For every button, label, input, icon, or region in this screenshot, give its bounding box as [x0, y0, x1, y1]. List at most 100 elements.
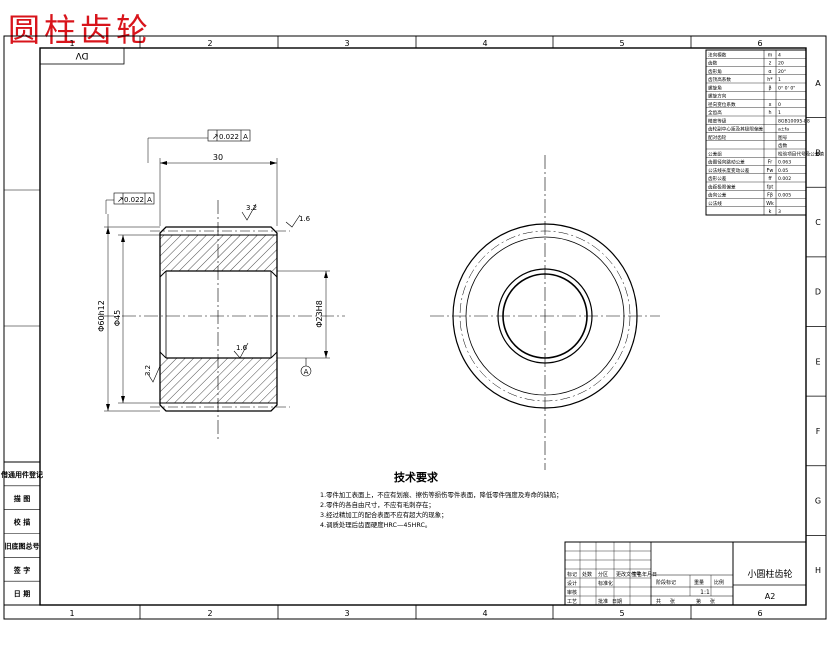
title-block: 标记处数分区更改文件号签名年月日设计标准化审核工艺批准日期阶段标记重量比例共张第… [564, 541, 807, 606]
rough-left: 3.2 [144, 365, 152, 376]
zone-number-bottom: 6 [757, 609, 762, 618]
gear-table-label: 精度等级 [708, 117, 727, 124]
dim-outer-dia: Φ60h12 [97, 300, 106, 332]
gear-table-value: 0.005 [778, 193, 791, 199]
gear-table-value: 0.05 [778, 168, 788, 174]
tech-req-heading: 技术要求 [394, 470, 439, 484]
fcf-radial-datum: A [147, 196, 152, 204]
svg-text:↗: ↗ [117, 195, 124, 204]
title-block-label: 审核 [567, 589, 577, 596]
rough-bore: 1.6 [236, 344, 248, 352]
title-block-label: 日期 [612, 599, 622, 605]
gear-table-label: 全齿高 [708, 109, 722, 116]
svg-text:↗: ↗ [212, 132, 219, 141]
title-block-label: 年月日 [642, 571, 657, 578]
gear-table-value: 0 [778, 102, 781, 108]
gear-table-label: 法向模数 [708, 51, 727, 58]
zone-number-top: 3 [344, 39, 349, 48]
gear-table-value: 3 [778, 209, 781, 215]
tech-req-item: 1.零件加工表面上，不应有划痕、擦伤等损伤零件表面，降低零件强度及寿命的缺陷； [320, 490, 563, 499]
gear-table-label: 公法线 [708, 200, 722, 207]
title-block-label: 阶段标记 [656, 579, 676, 586]
title-block-label: 比例 [714, 579, 724, 586]
zone-letter-right: D [815, 288, 821, 297]
title-block-label: 张 [710, 598, 715, 605]
tech-req-item: 2.零件的各自由尺寸，不应有毛刺存在； [320, 500, 435, 509]
section-view: 30 ↗ 0.022 A ↗ 0.022 A Φ60h12 Φ45 [97, 129, 345, 440]
gear-table-symbol: Fr [768, 160, 772, 166]
gear-table-symbol: m [768, 53, 773, 58]
left-strip-cell: 旧底图总号 [5, 541, 40, 550]
gear-table-value: 0° 0' 0" [778, 85, 795, 91]
gear-table-symbol: α [768, 70, 771, 75]
title-block-label: 设计 [567, 580, 577, 587]
left-strip-cell: 校 描 [14, 518, 30, 527]
zone-number-bottom: 5 [619, 609, 624, 618]
gear-table-value: a±fa [778, 127, 789, 133]
title-block-label: 重量 [694, 579, 704, 586]
title-block-label: 处数 [582, 571, 592, 578]
gear-table-label: 齿顶高系数 [708, 76, 731, 83]
tech-req-item: 3.经过精加工的配合表面不应有超大的现象； [320, 510, 448, 519]
gear-table-label: 齿形公差 [708, 175, 727, 182]
left-strip-cell: 借通用件登记 [0, 470, 43, 479]
zone-number-top: 4 [482, 39, 487, 48]
dim-width: 30 [213, 153, 223, 162]
gear-table-symbol: β [768, 85, 771, 91]
zone-letter-right: H [815, 566, 821, 575]
gear-table-symbol: Fw [767, 168, 774, 174]
zone-number-top: 1 [69, 39, 74, 48]
zone-number-bottom: 4 [482, 609, 487, 618]
front-view [430, 155, 660, 470]
zone-numbers-top: 1 2 3 4 5 6 [69, 36, 763, 48]
gear-table-label: 螺旋角 [708, 84, 722, 91]
gear-table-value: 检验项目代号及公差值 [778, 150, 824, 157]
title-block-label: 分区 [598, 571, 608, 578]
gear-table-label: 齿形角 [708, 68, 722, 75]
zone-number-bottom: 3 [344, 609, 349, 618]
title-block-label: 标准化 [598, 580, 613, 587]
zone-number-bottom: 2 [207, 609, 212, 618]
gear-table-label: 齿轮副中心距及其极限偏差 [708, 126, 764, 133]
gear-table-value: 20 [778, 61, 784, 67]
gear-table-symbol: x [769, 103, 772, 108]
gear-table-label: 齿数 [708, 60, 718, 67]
gear-table-label: 配对齿轮 [708, 134, 727, 141]
fcf-radial-value: 0.022 [124, 196, 144, 204]
title-block-label: 共 [656, 598, 661, 605]
gear-table-value: 8GB10095-88 [778, 118, 810, 124]
gear-table-symbol: Wk [766, 201, 774, 207]
gear-table-label: 齿距极限偏差 [708, 183, 736, 190]
left-strip-cell: 签 字 [13, 565, 30, 574]
zone-number-top: 5 [619, 39, 624, 48]
gear-table-symbol: fpt [767, 184, 774, 190]
gear-table-value: 0.063 [778, 160, 791, 166]
dim-bore-dia: Φ23H8 [315, 300, 324, 328]
gear-table-label: 公差组 [708, 150, 722, 157]
zone-letter-right: C [815, 218, 821, 227]
gear-table-value: 1 [778, 110, 781, 116]
rough-right: 1.6 [299, 215, 311, 223]
gear-table-symbol: Fβ [767, 193, 773, 199]
title-block-label: 签名 [632, 571, 642, 578]
gear-table-value: 图号 [778, 135, 788, 141]
fcf-face-datum: A [243, 133, 248, 141]
fcf-face-value: 0.022 [219, 133, 239, 141]
sheet-size: A2 [765, 592, 776, 601]
gear-table-label: 齿向公差 [708, 192, 727, 199]
title-block-label: 第 [696, 598, 701, 605]
gear-table-value: 1 [778, 77, 781, 83]
gear-table-value: 4 [778, 52, 781, 58]
gear-table-label: 螺旋方向 [708, 93, 727, 100]
zone-number-top: 6 [757, 39, 762, 48]
dim-root-dia: Φ45 [113, 310, 122, 326]
title-block-label: 更改文件号 [616, 571, 641, 578]
gear-table-value: 齿数 [778, 142, 788, 149]
gear-table-label: 径向变位系数 [708, 101, 736, 108]
zone-number-top: 2 [207, 39, 212, 48]
drawing-code-text: DV [75, 50, 89, 60]
